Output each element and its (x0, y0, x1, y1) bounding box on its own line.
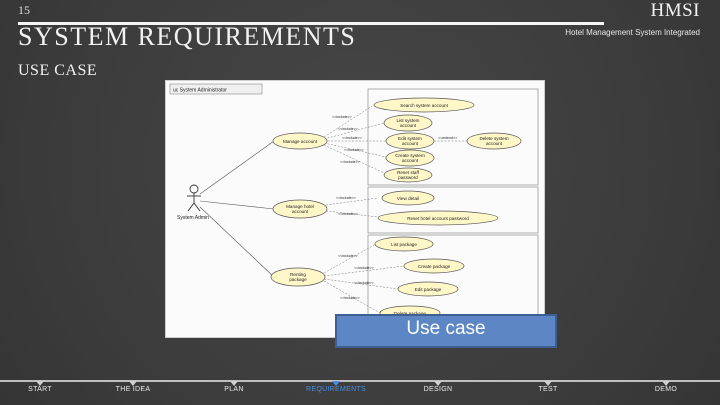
package-boundary (367, 234, 539, 337)
usecase-label: password (398, 175, 418, 180)
brand-logo-text: HMSI (650, 0, 700, 21)
usecase-reset-staff-password (383, 167, 433, 183)
account-boundary (367, 88, 539, 186)
include-label: <<include>> (336, 196, 356, 200)
usecase-label: List package (391, 242, 417, 247)
usecase-label: Delete system (479, 136, 508, 141)
usecase-label: account (486, 141, 503, 146)
diagram-frame-label: uc System Administrator (173, 88, 227, 94)
usecase-label: Renting (290, 272, 306, 277)
usecase-reset-hotel-account-password (377, 210, 499, 226)
timeline-marker-demo (662, 381, 670, 386)
usecase-create-package (403, 258, 465, 274)
use-case-diagram: uc System Administrator System Admin (165, 80, 545, 338)
usecase-label: List system (397, 118, 420, 123)
usecase-label: Manage hotel (286, 204, 314, 209)
usecase-delete-system-account (466, 132, 522, 150)
timeline-marker-test (544, 381, 552, 386)
timeline-marker-start (36, 381, 44, 386)
include-label: <<include>> (338, 212, 358, 216)
usecase-list-system-account (383, 114, 433, 132)
include-label: <<include>> (340, 160, 360, 164)
usecase-label: account (402, 141, 419, 146)
usecase-list-package (374, 236, 434, 252)
usecase-edit-package (397, 281, 459, 297)
extend-label: <<extend>> (438, 136, 457, 140)
include-label: <<include>> (344, 148, 364, 152)
usecase-label: Reset hotel account password (407, 216, 469, 221)
slide-number: 15 (18, 3, 30, 17)
include-label: <<include>> (340, 296, 360, 300)
include-label: <<include>> (342, 136, 362, 140)
include-label: <<include>> (354, 266, 374, 270)
timeline-item-test[interactable]: TEST (538, 386, 558, 393)
usecase-label: package (289, 277, 307, 282)
usecase-label: Create system (395, 153, 425, 158)
timeline-item-requirements[interactable]: REQUIREMENTS (306, 386, 366, 393)
project-subtitle: Hotel Management System Integrated (565, 28, 700, 37)
usecase-label: account (292, 209, 309, 214)
timeline-item-start[interactable]: START (28, 386, 52, 393)
hotel-boundary (367, 186, 539, 234)
usecase-label: Delete package (394, 311, 426, 316)
section-heading: USE CASE (18, 62, 98, 79)
include-label: <<include>> (332, 115, 352, 119)
usecase-renting-package (270, 267, 326, 287)
actor-figure (187, 184, 201, 212)
usecase-label: Reset staff (397, 170, 420, 175)
timeline-item-plan[interactable]: PLAN (224, 386, 244, 393)
include-label: <<include>> (354, 281, 374, 285)
usecase-label: View detail (397, 196, 419, 201)
page-title: SYSTEM REQUIREMENTS (18, 22, 357, 51)
timeline-marker-requirements (332, 381, 340, 386)
usecase-search-system-account (373, 97, 475, 113)
usecase-label: Manage account (283, 139, 318, 144)
usecase-label: Edit system (398, 136, 422, 141)
usecase-manage-account (272, 132, 328, 150)
usecase-label: account (402, 158, 419, 163)
timeline-item-demo[interactable]: DEMO (654, 386, 678, 393)
actor-label: System Admin (177, 215, 209, 221)
usecase-view-detail (381, 190, 435, 206)
timeline-track (0, 380, 720, 382)
header-divider (18, 22, 604, 25)
usecase-manage-hotel-account (272, 199, 328, 219)
caption-box (335, 314, 557, 348)
usecase-label: account (400, 123, 417, 128)
timeline-marker-the-idea (129, 381, 137, 386)
include-label: <<include>> (338, 127, 358, 131)
caption-text: Use case (406, 318, 486, 339)
timeline-item-the-idea[interactable]: THE IDEA (115, 386, 151, 393)
usecase-label: Create package (418, 264, 451, 269)
usecase-label: Search system account (400, 103, 448, 108)
include-label: <<include>> (338, 254, 358, 258)
timeline-item-design[interactable]: DESIGN (423, 386, 453, 393)
timeline-marker-plan (230, 381, 238, 386)
usecase-create-system-account (385, 149, 435, 167)
timeline-marker-design (434, 381, 442, 386)
usecase-label: Edit package (415, 287, 442, 292)
usecase-edit-system-account (385, 132, 435, 150)
